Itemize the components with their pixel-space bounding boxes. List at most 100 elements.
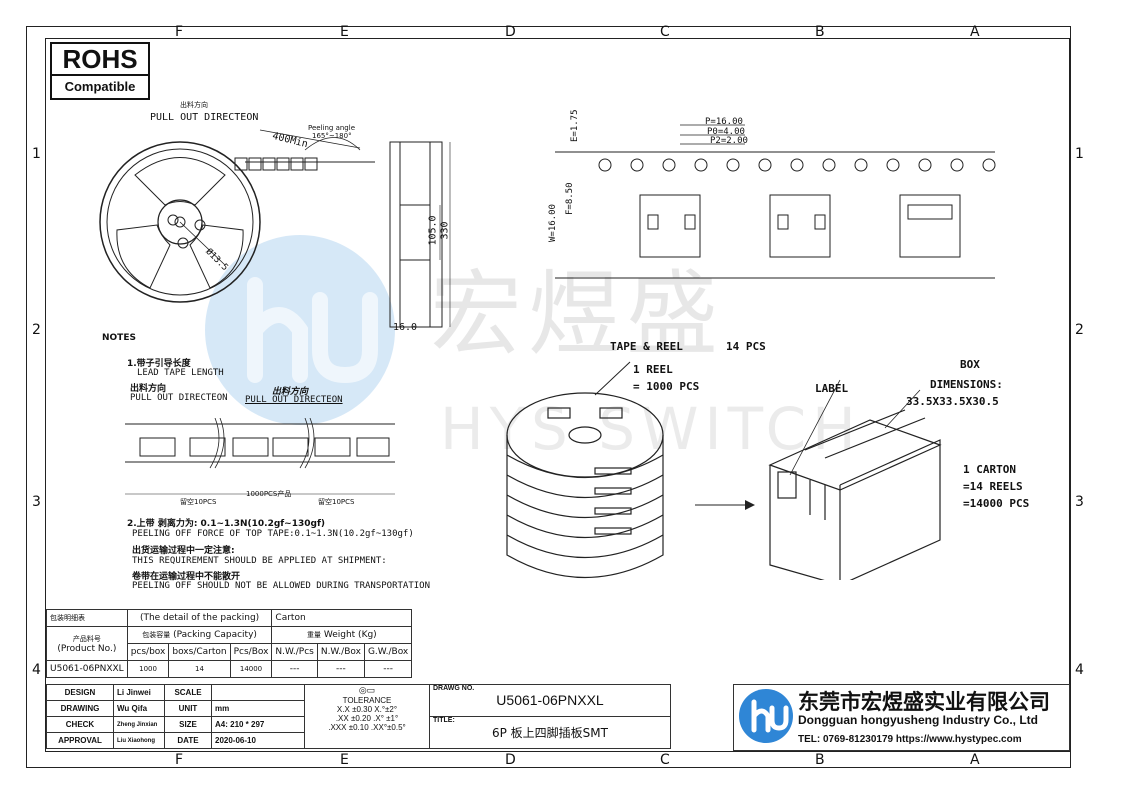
tb-title-cell: TITLE: 6P 板上四脚插板SMT [429,716,671,749]
tape-reel-label: TAPE & REEL [610,340,683,353]
zone-bottom-c: C [660,752,670,768]
zone-bottom-a: A [970,752,980,768]
company-name-cn: 东莞市宏煜盛实业有限公司 [798,690,1050,714]
tape-reel-pcs: 14 PCS [726,340,766,353]
packing-drawing [506,361,942,580]
rohs-badge: ROHS Compatible [50,42,150,100]
col-weight-en: Weight (Kg) [323,630,377,640]
sub-boxs-carton: boxs/Carton [168,643,231,661]
tape-p: P=16.00 [705,117,743,127]
reel-drawing [99,129,451,328]
zone-top-b: B [815,24,825,40]
row-gw-box: --- [363,660,413,678]
company-block [733,684,1070,751]
tb-size-val: A4: 210 * 297 [211,716,305,733]
row-pcs-box: 1000 [126,660,170,678]
tape-p2: P2=2.00 [710,136,748,146]
lead-tape-drawing [125,418,395,495]
tol-1-2: .X° ±1° [373,714,399,723]
pack-header-cn: 包装明细表 [46,609,128,627]
zone-left-2: 2 [32,322,41,338]
col-weight-cn: 重量 [306,631,321,639]
zone-left-1: 1 [32,146,41,162]
tb-unit: UNIT [164,700,212,717]
zone-top-f: F [175,24,184,40]
sub-gw-box: G.W./Box [363,643,413,661]
box-dimensions-label: DIMENSIONS: [930,378,1003,391]
tol-0-0: X.X [336,705,350,714]
tol-1-1: ±0.20 [350,714,371,723]
zone-top-d: D [505,24,516,40]
zone-top-a: A [970,24,980,40]
col-capacity-cn: 包装容量 [142,631,171,639]
row-pcs-box-2: 14000 [229,660,273,678]
note2-cn2: 出货运输过程中一定注意: [132,546,235,556]
tb-title: 6P 板上四脚插板SMT [492,726,608,740]
tape-p0: P0=4.00 [707,127,745,137]
reel-peeling: Peeling angle [308,124,356,132]
rohs-subtitle: Compatible [64,79,136,94]
tb-drawing-name: Wu Qifa [113,700,165,717]
tb-design-name: Li Jinwei [113,684,165,701]
tb-title-label: TITLE: [433,717,455,724]
tb-drawing-no-label: DRAWG NO. [433,685,475,692]
tb-approval: APPROVAL [46,732,114,749]
row-product: U5061-06PNXXL [46,660,128,678]
tb-design: DESIGN [46,684,114,701]
col-capacity: 包装容量 (Packing Capacity) [126,626,273,644]
empty-right-label: 留空10PCS [318,498,355,506]
col-weight: 重量 Weight (Kg) [271,626,413,644]
sub-pcs-box: pcs/box [126,643,170,661]
tol-1-0: .XX [335,714,349,723]
note2-en3: PEELING OFF SHOULD NOT BE ALLOWED DURING… [132,581,431,591]
tb-drawing-no: U5061-06PNXXL [496,692,604,708]
sub-nw-box: N.W./Box [316,643,365,661]
col-product: 产品料号 (Product No.) [46,626,128,661]
reel-peeling-range: 165°~180° [312,132,352,140]
zone-left-4: 4 [32,662,41,678]
note1-en: LEAD TAPE LENGTH [137,368,224,378]
tb-scale-val [211,684,305,701]
zone-right-4: 4 [1075,662,1084,678]
row-nw-box: --- [316,660,365,678]
empty-left-label: 留空10PCS [180,498,217,506]
company-logo [739,689,793,743]
projection-icon: ◎▭ [358,685,376,695]
zone-right-2: 2 [1075,322,1084,338]
note2-cn3: 卷带在运输过程中不能散开 [132,572,241,582]
tb-check-name: Zheng Jinxian [113,716,165,733]
tb-tol-row-3: .XXX ±0.10 .XX°±0.5° [308,723,426,732]
note1-pull-cn: 出料方向 [130,384,167,394]
reel-qty: = 1000 PCS [633,380,700,393]
reel-count: 1 REEL [633,363,673,376]
note1-pull-en: PULL OUT DIRECTEON [130,393,228,403]
tb-tolerance-label: TOLERANCE [342,696,392,705]
tb-date: DATE [164,732,212,749]
zone-bottom-d: D [505,752,516,768]
reel-pull-cn: 出料方向 [180,101,208,109]
row-boxs-carton: 14 [168,660,231,678]
tb-tol-row-2: .XX ±0.20 .X° ±1° [308,714,426,723]
reel-dim-16: 16.0 [393,322,418,333]
rohs-title: ROHS [52,44,148,76]
sub-nw-pcs: N.W./Pcs [271,643,318,661]
carton-reels: =14 REELS [963,480,1023,493]
tape-drawing [555,124,996,279]
tb-drawing-no-cell: DRAWG NO. U5061-06PNXXL [429,684,671,717]
tape-f: F=8.50 [565,182,575,215]
note1-pull-en-2: PULL OUT DIRECTEON [245,395,343,405]
col-product-cn: 产品料号 [72,634,101,643]
pack-header-carton: Carton [271,609,413,627]
zone-bottom-e: E [340,752,349,768]
watermark-en: HYS SWITCH [440,395,862,463]
tb-date-val: 2020-06-10 [211,732,305,749]
note1-cn: 1.带子引导长度 [127,359,191,369]
tb-drawing: DRAWING [46,700,114,717]
carton-pcs: =14000 PCS [963,497,1030,510]
zone-right-1: 1 [1075,146,1084,162]
reel-dim-330: 330 [439,221,451,240]
zone-top-e: E [340,24,349,40]
tb-scale: SCALE [164,684,212,701]
note1-pull-cn-2: 出料方向 [272,387,309,397]
zone-left-3: 3 [32,494,41,510]
